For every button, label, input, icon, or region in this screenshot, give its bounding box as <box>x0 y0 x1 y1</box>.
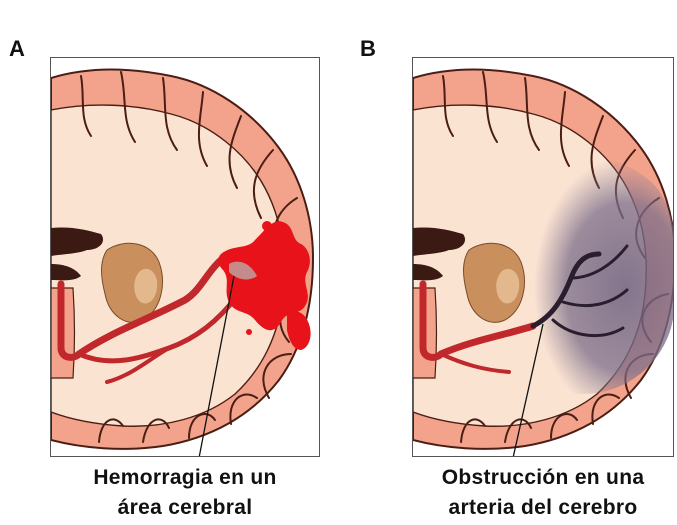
brain-obstruction-illustration <box>413 58 674 457</box>
ischemic-area <box>512 157 674 394</box>
panel-a-caption-line2: área cerebral <box>60 493 310 523</box>
panel-b-caption: Obstrucción en una arteria del cerebro <box>412 463 674 523</box>
brain-hemorrhage-illustration <box>51 58 320 457</box>
panel-a-figure <box>50 57 320 457</box>
panel-b-caption-line2: arteria del cerebro <box>412 493 674 523</box>
panel-b-caption-line1: Obstrucción en una <box>412 463 674 493</box>
panel-a-caption: Hemorragia en un área cerebral <box>60 463 310 523</box>
panel-a-caption-line1: Hemorragia en un <box>60 463 310 493</box>
panel-b-letter: B <box>360 36 376 62</box>
panel-a-letter: A <box>9 36 25 62</box>
panel-b-figure <box>412 57 674 457</box>
